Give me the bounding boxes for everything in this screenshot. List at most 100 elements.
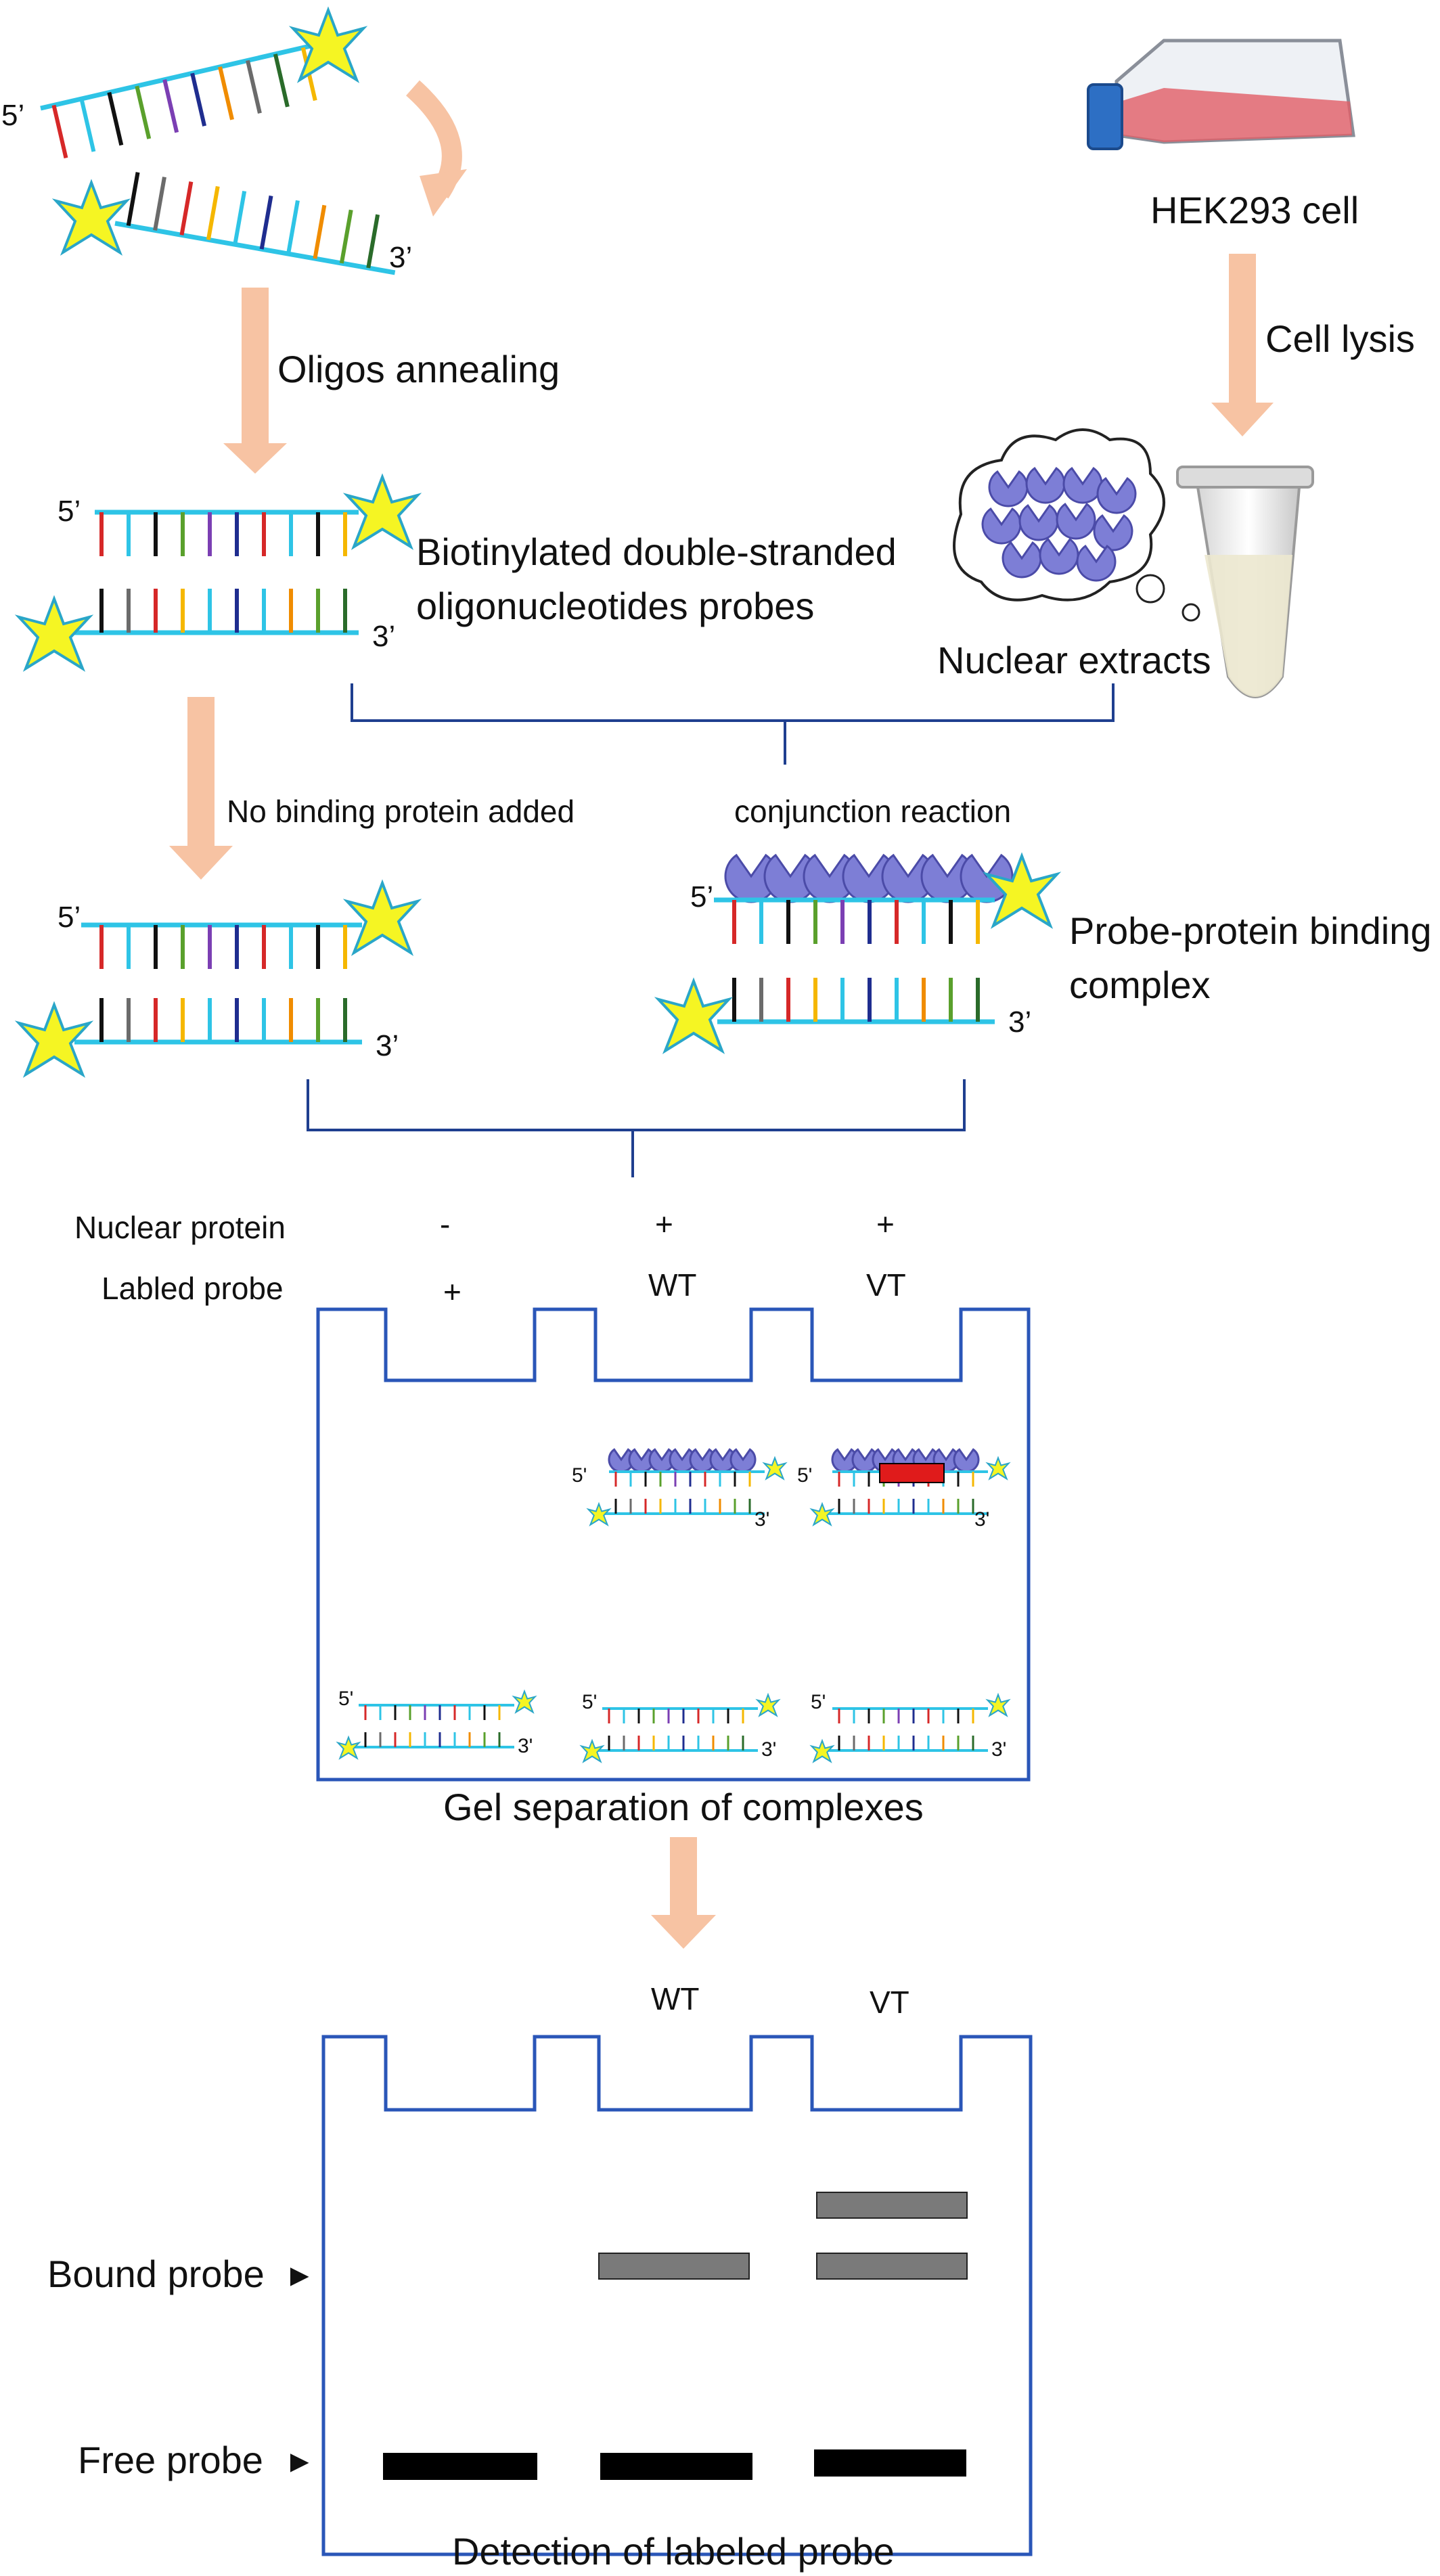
gel-vt-5prime: 5': [797, 1464, 812, 1487]
nuclear-extract-cloud: [953, 428, 1165, 602]
protein-glyph: [1039, 537, 1079, 575]
base-tick: [339, 209, 353, 264]
lane3-nuclear-protein: +: [876, 1206, 895, 1242]
base-tick: [162, 79, 179, 133]
bound-probe-label: Bound probe: [47, 2253, 265, 2295]
lower-strand-3prime-label: 3’: [389, 241, 412, 274]
base-tick: [51, 104, 68, 159]
vt-free-band: [814, 2449, 966, 2477]
gel-lane2-5prime: 5': [582, 1691, 597, 1713]
vt-upper-bound-band: [816, 2192, 968, 2219]
probe-protein-complex-label-line2: complex: [1069, 964, 1211, 1006]
biotin-star-icon: [579, 1738, 605, 1763]
cell-lysis-arrow: [1211, 254, 1274, 436]
free-probe-label: Free probe: [78, 2439, 263, 2481]
protein-glyph: [1056, 502, 1096, 540]
lane2-nuclear-protein: +: [655, 1206, 673, 1242]
lower-oligo-strand: [114, 172, 396, 275]
free-probe-duplex: [14, 879, 422, 1078]
complex-5prime-label: 5’: [690, 880, 713, 913]
no-binding-arrow: [169, 697, 233, 880]
nuclear-protein-row-label: Nuclear protein: [74, 1210, 286, 1245]
upper-strand-star: [288, 6, 368, 83]
labeled-probe-row-label: Labled probe: [102, 1271, 284, 1306]
base-tick: [313, 204, 327, 259]
gel-lane2-3prime: 3': [761, 1738, 776, 1761]
biotin-star-icon: [755, 1692, 781, 1717]
lane1-labeled-probe: +: [443, 1274, 462, 1309]
wt-free-band: [600, 2453, 752, 2480]
conjunction-reaction-label: conjunction reaction: [734, 794, 1011, 829]
hek293-cell-label: HEK293 cell: [1150, 189, 1359, 231]
base-tick: [126, 172, 140, 226]
biotin-star-icon: [985, 1692, 1011, 1717]
free-probe-arrowhead: ►: [284, 2443, 315, 2479]
probe-protein-complex-label-line1: Probe-protein binding: [1069, 909, 1431, 952]
base-tick: [286, 200, 300, 254]
upper-strand-5prime-label: 5’: [1, 99, 24, 132]
protein-glyph: [1025, 466, 1066, 504]
biotinylated-probes-label-line2: oligonucleotides probes: [416, 585, 814, 627]
gel-wt-3prime: 3': [755, 1508, 769, 1531]
vt-bound-band: [816, 2253, 968, 2280]
base-tick: [233, 190, 247, 245]
annealed-bottom-bases: [99, 589, 347, 633]
gel-wt-5prime: 5': [572, 1464, 587, 1487]
protein-glyph: [1076, 544, 1117, 582]
annealed-3prime-label: 3’: [372, 620, 395, 653]
biotinylated-probes-label-line1: Biotinylated double-stranded: [416, 530, 897, 573]
annealed-probe-duplex: [14, 473, 422, 672]
base-tick: [153, 177, 166, 231]
biotin-star-icon: [985, 1455, 1011, 1481]
base-tick: [218, 66, 234, 120]
gel-separation-caption: Gel separation of complexes: [443, 1786, 924, 1828]
probe-protein-complex: [654, 852, 1062, 1054]
detection-caption: Detection of labeled probe: [452, 2530, 895, 2573]
cell-culture-flask: [1087, 39, 1355, 150]
biotin-star-icon: [512, 1689, 537, 1714]
gel-separation-outline: [316, 1307, 1031, 1782]
lane1-free-band: [383, 2453, 537, 2480]
complex-bottom-bases: [732, 978, 980, 1022]
biotin-star-icon: [809, 1501, 835, 1527]
base-tick: [135, 85, 152, 139]
free-probe-5prime-label: 5’: [58, 901, 81, 934]
lower-strand-star: [51, 179, 131, 256]
annealed-top-bases: [99, 512, 347, 556]
upper-oligo-strand: [40, 40, 325, 159]
free-probe-3prime-label: 3’: [376, 1029, 399, 1062]
biotin-star-icon: [336, 1735, 361, 1760]
protein-glyph: [729, 1448, 757, 1473]
complex-3prime-label: 3’: [1008, 1005, 1031, 1039]
cell-lysis-label: Cell lysis: [1265, 317, 1415, 360]
lane1-nuclear-protein: -: [440, 1206, 450, 1242]
gel-vt-3prime: 3': [974, 1508, 989, 1531]
gel-wt-complex: [586, 1448, 788, 1527]
gel-lane3-5prime: 5': [811, 1691, 826, 1713]
base-tick: [366, 214, 380, 269]
gel-lane3-free-probe: [809, 1692, 1011, 1763]
base-tick: [246, 60, 262, 114]
lane3-labeled-probe: VT: [866, 1267, 906, 1303]
oligos-annealing-arrow: [223, 288, 287, 474]
lower-oligo-bases: [126, 172, 380, 269]
lane2-labeled-probe: WT: [648, 1267, 697, 1303]
protein-glyph: [953, 1448, 980, 1473]
merge-bracket-bottom: [307, 1079, 966, 1177]
detection-arrow: [651, 1837, 716, 1949]
annealed-5prime-label: 5’: [58, 495, 81, 528]
base-tick: [273, 53, 290, 108]
protein-glyph: [1062, 466, 1103, 504]
free-probe-top-bases: [99, 925, 347, 969]
bound-probe-arrowhead: ►: [284, 2257, 315, 2292]
biotin-star-icon: [762, 1455, 788, 1481]
no-binding-protein-label: No binding protein added: [227, 794, 575, 829]
protein-glyph: [1096, 476, 1137, 514]
gel-vt-complex: [809, 1448, 1011, 1527]
gel-lane1-5prime: 5': [338, 1688, 353, 1710]
microcentrifuge-tube: [1135, 466, 1314, 698]
biotin-star-icon: [586, 1501, 612, 1527]
nuclear-extracts-label: Nuclear extracts: [937, 639, 1211, 681]
base-tick: [190, 72, 207, 127]
nuclear-protein-cluster: [981, 466, 1137, 582]
